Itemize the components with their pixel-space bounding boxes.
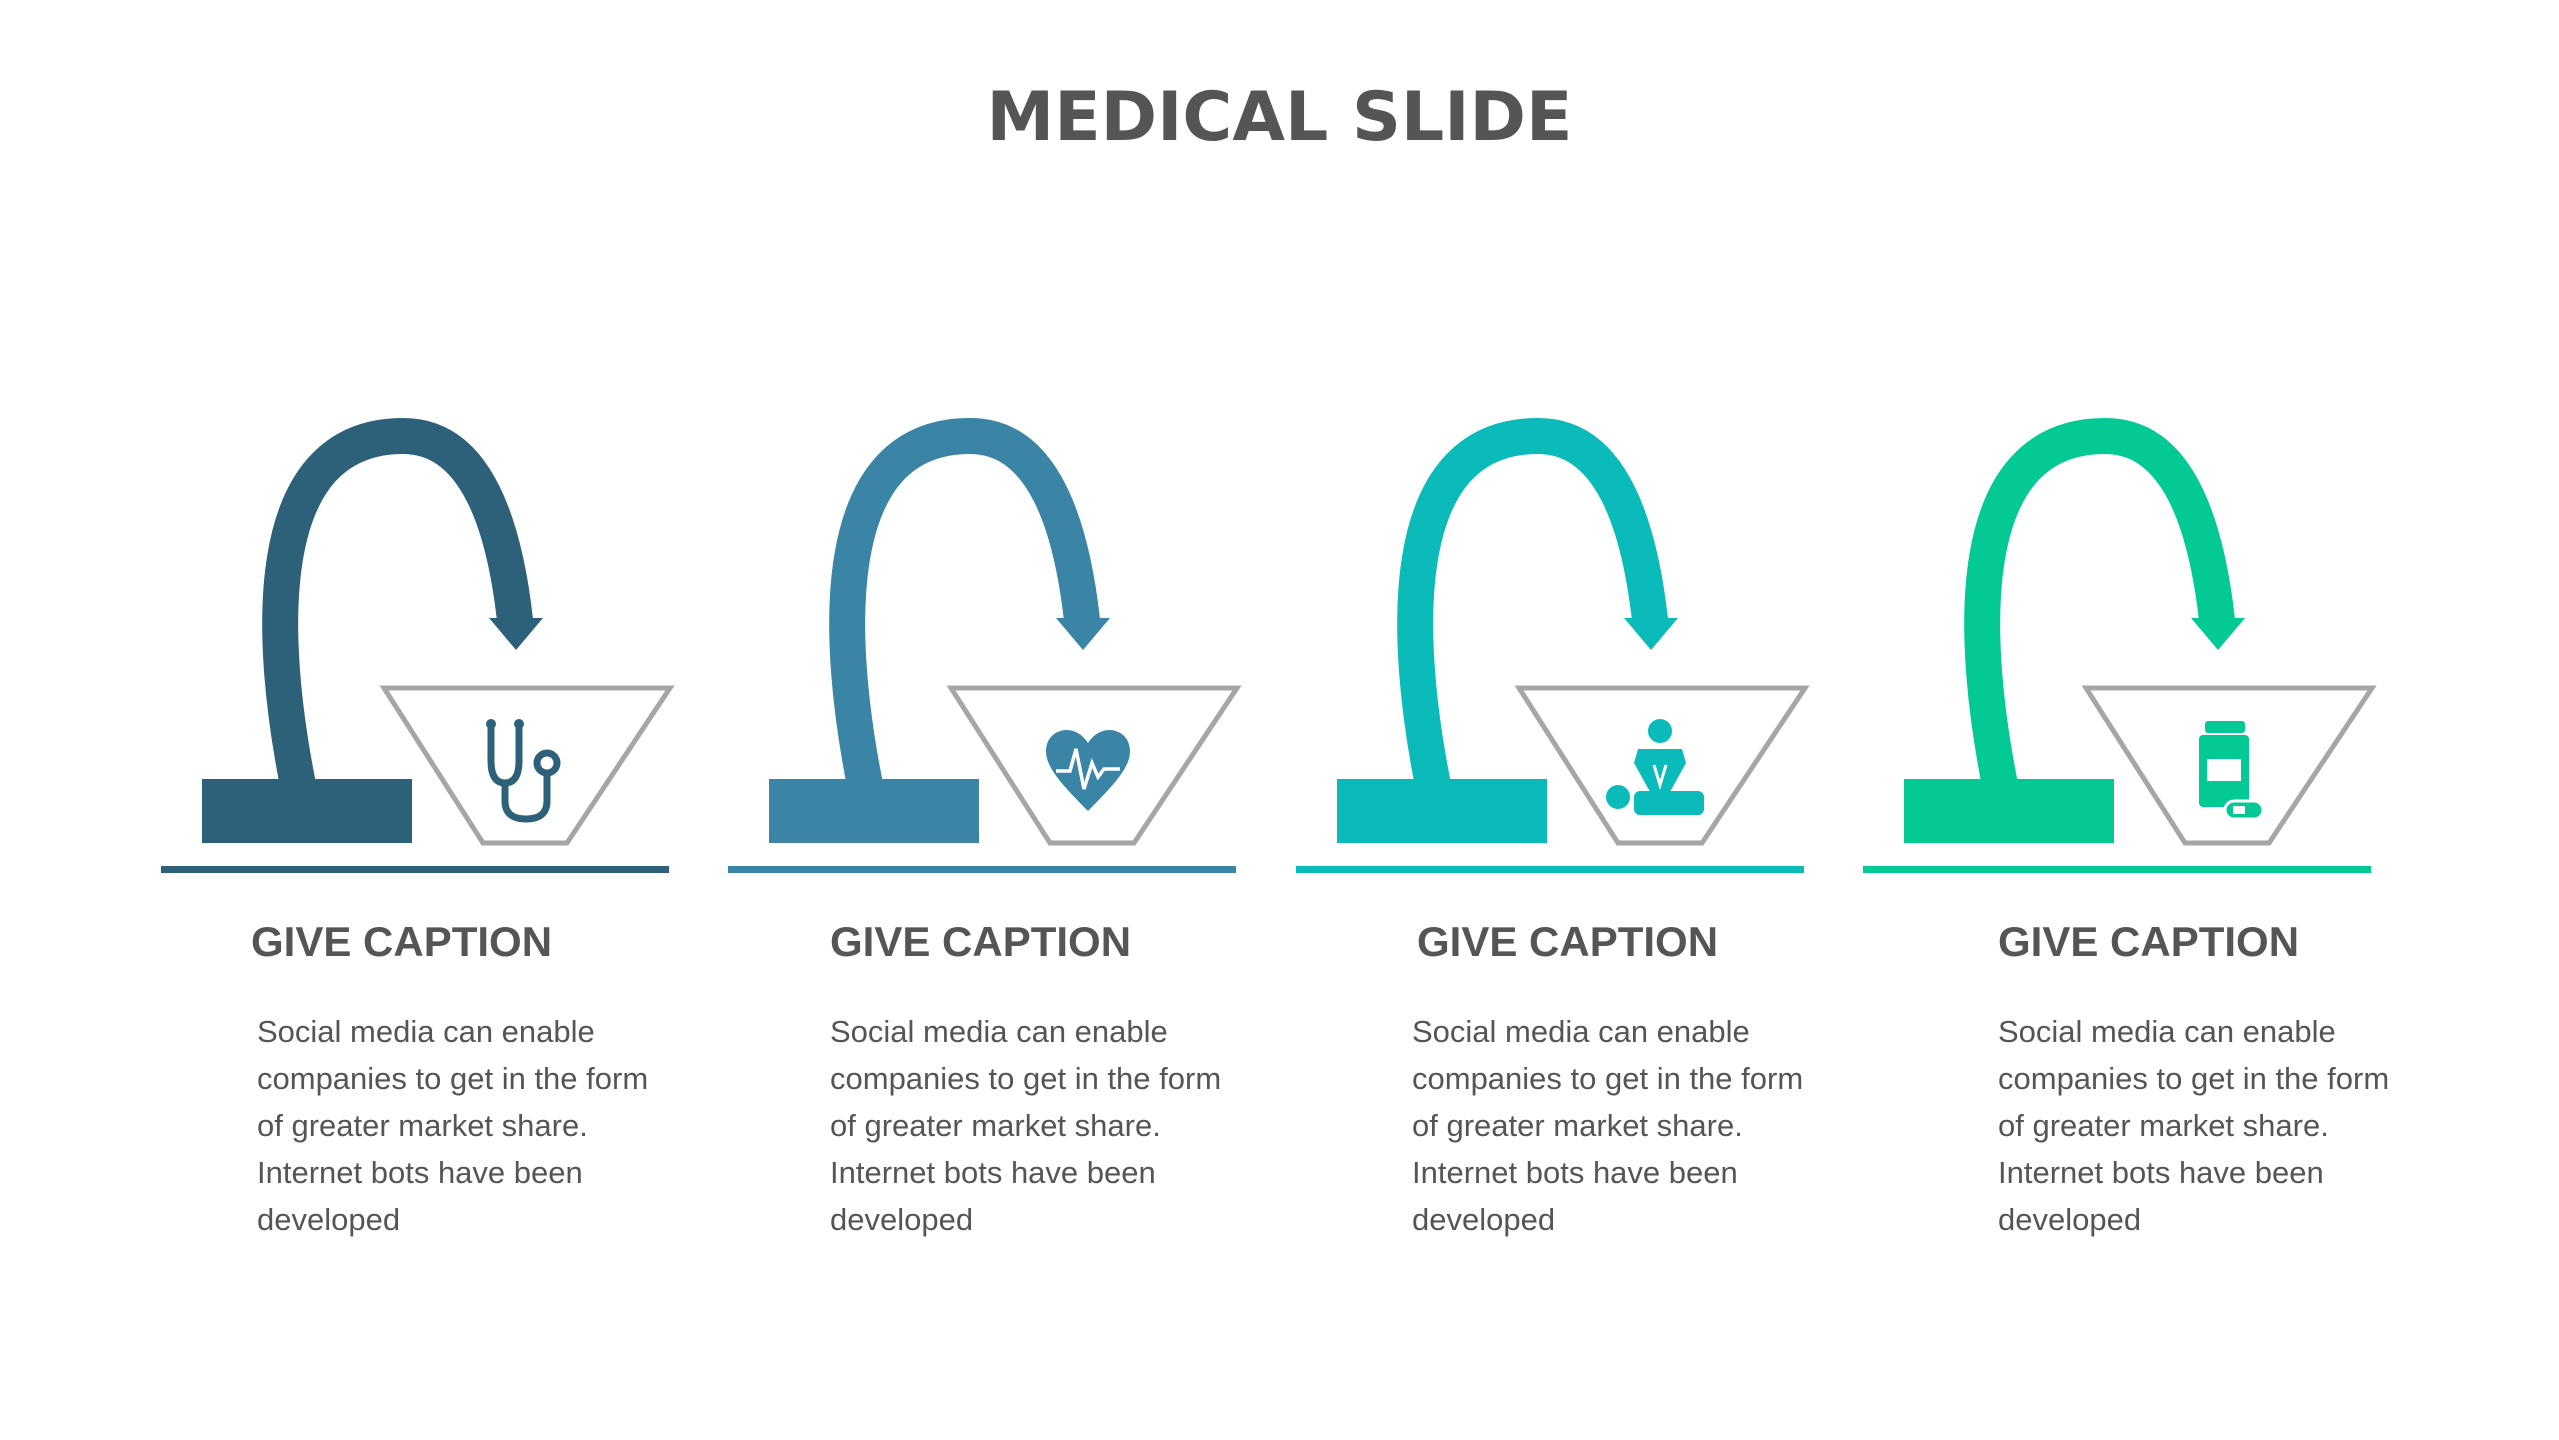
description-line: companies to get in the form [257, 1061, 649, 1096]
base-block [769, 779, 979, 843]
step-caption: GIVE CAPTION [1998, 918, 2300, 965]
baseline-bar [728, 866, 1236, 873]
description-line: Internet bots have been [1998, 1155, 2324, 1190]
description-line: developed [257, 1202, 401, 1237]
medicine-bottle-icon [2199, 721, 2265, 821]
description-line: of greater market share. [830, 1108, 1161, 1143]
step-graphic [161, 417, 675, 873]
base-block [1904, 779, 2114, 843]
arrow-head [489, 618, 543, 650]
cpr-icon [1606, 719, 1704, 815]
curved-arrow [1964, 417, 2235, 799]
description-line: developed [1998, 1202, 2142, 1237]
slide-title: MEDICAL SLIDE [986, 78, 1573, 157]
description-line: Internet bots have been [1412, 1155, 1738, 1190]
arrow-head [1056, 618, 1110, 650]
step-caption: GIVE CAPTION [1417, 918, 1719, 965]
description-line: companies to get in the form [830, 1061, 1222, 1096]
description-line: companies to get in the form [1412, 1061, 1804, 1096]
step-description: Social media can enable companies to get … [1998, 1008, 2428, 1243]
description-line: Social media can enable [257, 1014, 595, 1049]
description-line: developed [830, 1202, 974, 1237]
description-line: Internet bots have been [257, 1155, 583, 1190]
description-line: Internet bots have been [830, 1155, 1156, 1190]
baseline-bar [1296, 866, 1804, 873]
description-line: of greater market share. [257, 1108, 588, 1143]
curved-arrow [829, 417, 1100, 799]
heartbeat-icon [1046, 729, 1130, 811]
base-block [1337, 779, 1547, 843]
arrow-head [1624, 618, 1678, 650]
arrow-head [2191, 618, 2245, 650]
stethoscope-icon [486, 719, 561, 823]
baseline-bar [161, 866, 669, 873]
baseline-bar [1863, 866, 2371, 873]
description-line: Social media can enable [1412, 1014, 1750, 1049]
description-line: of greater market share. [1412, 1108, 1743, 1143]
step-description: Social media can enable companies to get … [1412, 1008, 1842, 1243]
description-line: of greater market share. [1998, 1108, 2329, 1143]
description-line: companies to get in the form [1998, 1061, 2390, 1096]
step-description: Social media can enable companies to get … [257, 1008, 687, 1243]
step-graphic [1863, 417, 2377, 873]
step-description: Social media can enable companies to get … [830, 1008, 1260, 1243]
step-graphic [728, 417, 1242, 873]
curved-arrow [262, 417, 533, 799]
step-caption: GIVE CAPTION [251, 918, 553, 965]
step-caption: GIVE CAPTION [830, 918, 1132, 965]
funnel-container [379, 685, 675, 846]
curved-arrow [1397, 417, 1668, 799]
base-block [202, 779, 412, 843]
description-line: developed [1412, 1202, 1556, 1237]
description-line: Social media can enable [830, 1014, 1168, 1049]
description-line: Social media can enable [1998, 1014, 2336, 1049]
step-graphic [1296, 417, 1810, 873]
